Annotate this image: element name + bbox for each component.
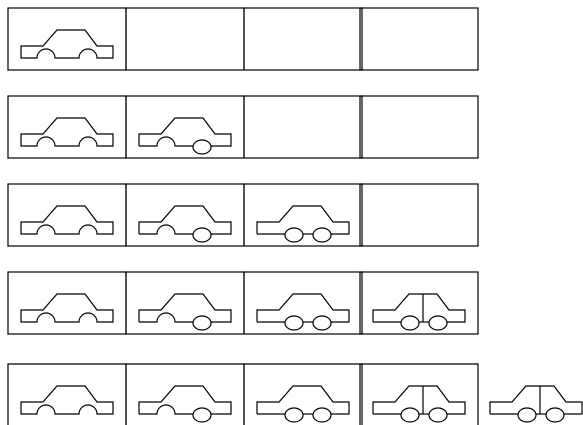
car-wheel <box>401 408 419 422</box>
car-wheel <box>429 408 447 422</box>
car-underside <box>139 137 193 146</box>
car-one-wheel-drawing <box>139 294 231 330</box>
car-body <box>257 206 349 234</box>
car-no-wheels-drawing <box>21 118 113 146</box>
car-wheel <box>193 228 211 242</box>
car-body <box>21 30 113 58</box>
stage-cell-frame <box>244 96 362 158</box>
car-one-wheel-drawing <box>139 206 231 242</box>
stage-row-5 <box>8 364 582 425</box>
car-wheel <box>193 316 211 330</box>
car-wheel <box>518 408 536 422</box>
car-wheel <box>193 408 211 422</box>
car-body <box>139 386 231 414</box>
stage-cell-frame <box>126 364 244 425</box>
car-wheel <box>313 228 331 242</box>
stage-cell-frame <box>126 184 244 246</box>
car-underside <box>139 225 193 234</box>
car-wheel <box>193 140 211 154</box>
stage-row-1 <box>8 8 478 70</box>
car-two-wheels-pillar-detached-drawing <box>490 386 582 422</box>
car-body <box>21 386 113 414</box>
car-two-wheels-pillar-drawing <box>373 386 465 422</box>
car-body <box>139 206 231 234</box>
car-body <box>139 118 231 146</box>
car-body <box>139 294 231 322</box>
car-no-wheels-drawing <box>21 30 113 58</box>
stage-cell-frame <box>8 96 126 158</box>
car-body <box>373 294 465 322</box>
car-no-wheels-drawing <box>21 294 113 322</box>
car-wheel <box>285 228 303 242</box>
stage-cell-frame <box>126 8 244 70</box>
car-body <box>21 118 113 146</box>
car-wheel <box>401 316 419 330</box>
car-wheel <box>429 316 447 330</box>
car-no-wheels-drawing <box>21 386 113 414</box>
car-two-wheels-drawing <box>257 386 349 422</box>
car-body <box>257 386 349 414</box>
stage-cell-frame <box>8 272 126 334</box>
stage-cell-frame <box>126 272 244 334</box>
car-body <box>373 386 465 414</box>
car-wheel <box>285 408 303 422</box>
car-wheel <box>285 316 303 330</box>
stage-cell-frame <box>8 184 126 246</box>
stage-cell-frame <box>244 8 362 70</box>
car-no-wheels-drawing <box>21 206 113 234</box>
car-underside <box>139 405 193 414</box>
car-two-wheels-pillar-drawing <box>373 294 465 330</box>
stage-cell-frame <box>360 96 478 158</box>
stage-cell-frame <box>8 8 126 70</box>
car-underside <box>139 313 193 322</box>
car-wheel <box>313 408 331 422</box>
stage-cell-frame <box>8 364 126 425</box>
stage-cell-frame <box>360 8 478 70</box>
car-body <box>257 294 349 322</box>
stage-row-4 <box>8 272 478 334</box>
stage-row-3 <box>8 184 478 246</box>
car-one-wheel-drawing <box>139 118 231 154</box>
car-body <box>21 206 113 234</box>
stage-row-2 <box>8 96 478 158</box>
car-one-wheel-drawing <box>139 386 231 422</box>
car-two-wheels-drawing <box>257 206 349 242</box>
car-body <box>490 386 582 414</box>
stage-cell-frame <box>126 96 244 158</box>
car-wheel <box>313 316 331 330</box>
stage-cell-frame <box>360 184 478 246</box>
car-body <box>21 294 113 322</box>
car-wheel <box>546 408 564 422</box>
car-two-wheels-drawing <box>257 294 349 330</box>
